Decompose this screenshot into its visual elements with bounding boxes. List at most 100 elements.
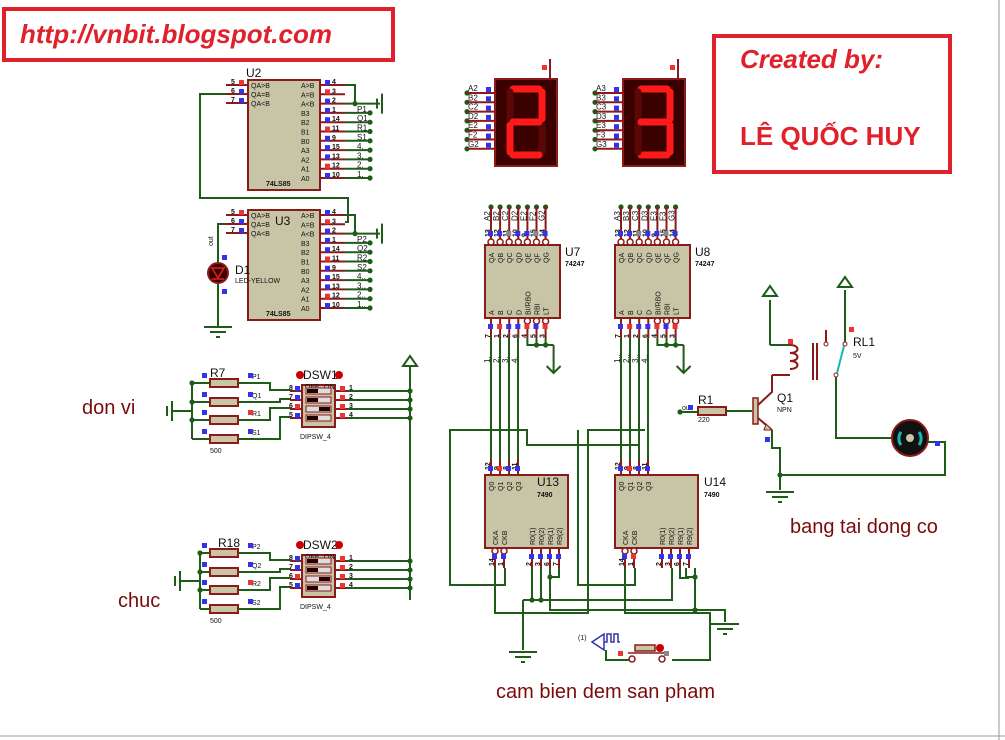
pin-name: B3 — [301, 241, 310, 248]
junction-dot — [367, 249, 373, 255]
pin-marker — [325, 135, 330, 141]
pin-marker — [614, 142, 619, 148]
dip-type: DIPSW_4 — [300, 434, 331, 441]
pin-number: 7 — [683, 562, 690, 566]
switch-slot — [305, 414, 332, 422]
pin-number: 3 — [349, 573, 353, 580]
resistor-ref: R18 — [218, 536, 240, 550]
resistor-r1 — [697, 406, 727, 416]
junction-dot — [367, 110, 373, 116]
pin-name: A<B — [301, 232, 315, 239]
pin-name: QE — [525, 253, 532, 263]
net-label: 1. — [357, 170, 364, 179]
net-label: S2 — [252, 600, 261, 607]
pin-name: QA>B — [251, 83, 270, 90]
pin-number: 2 — [332, 228, 336, 235]
pin-marker — [542, 231, 548, 236]
pin-marker — [340, 565, 345, 570]
probe-icon — [335, 541, 343, 549]
net-label: B3 — [622, 211, 631, 221]
pin-name: A1 — [301, 167, 310, 174]
ground-icon — [204, 326, 232, 338]
pin-marker — [325, 303, 330, 308]
pin-name: A1 — [301, 297, 310, 304]
pin-marker — [325, 265, 330, 271]
pin-marker — [325, 284, 330, 290]
pin-number: 7 — [231, 227, 235, 234]
pin-number: 5 — [231, 79, 235, 86]
switch-off — [307, 568, 318, 572]
resistor-ref: R7 — [210, 366, 226, 380]
net-label: A3 — [613, 211, 622, 221]
pin-marker — [645, 324, 651, 329]
pin-name: BI/RBO — [525, 291, 532, 315]
pin-marker — [325, 237, 330, 243]
wire — [345, 84, 356, 104]
pin-marker — [202, 580, 207, 585]
wire — [679, 568, 689, 579]
q1-ref: Q1 — [777, 391, 793, 405]
pin-number: 4 — [332, 79, 336, 86]
switch-slot — [305, 387, 332, 395]
net-label: 1. — [483, 356, 492, 363]
net-label: 2.. — [357, 291, 366, 300]
pin-name: B2 — [301, 120, 310, 127]
pin-bubble — [644, 238, 653, 246]
switch-slot — [305, 405, 332, 413]
net-label: C2 — [501, 210, 510, 221]
pin-marker — [515, 231, 521, 236]
pin-number: 5 — [231, 209, 235, 216]
wire — [238, 577, 290, 591]
pin-name: Q2 — [507, 482, 514, 491]
pin-name: Q1 — [498, 482, 505, 491]
pin-marker — [202, 429, 207, 434]
switch-on — [319, 407, 330, 411]
pin-marker — [533, 324, 539, 329]
pin-name: QE — [655, 253, 662, 263]
pin-number: 3 — [332, 218, 336, 225]
dip-type: DIPSW_4 — [300, 604, 331, 611]
pin-name: QG — [674, 252, 681, 263]
power-arrow-icon — [761, 284, 779, 297]
pin-name: A — [619, 310, 626, 315]
pin-number: 1 — [332, 107, 336, 114]
pin-marker — [248, 580, 253, 585]
chip-type: 74247 — [565, 261, 585, 268]
chip-body — [614, 474, 699, 549]
pin-marker — [295, 386, 300, 391]
pin-bubble — [496, 238, 504, 246]
pin-number: 4 — [349, 412, 353, 419]
pin-name: QB — [498, 253, 505, 263]
r1-value: 220 — [698, 417, 710, 424]
net-label: D2 — [468, 112, 479, 121]
net-label: F3 — [659, 211, 668, 221]
transistor-base — [752, 397, 759, 425]
pin-number: 11 — [332, 126, 340, 133]
pin-marker — [614, 114, 619, 120]
pin-marker — [622, 554, 627, 559]
pin-bubble — [505, 238, 513, 246]
pin-number: 2 — [349, 394, 353, 401]
pin-number: 5 — [531, 334, 538, 338]
pin-marker — [659, 554, 664, 559]
pin-number: 1 — [498, 562, 505, 566]
net-label: 1.. — [357, 300, 366, 309]
pin-number: 3 — [540, 334, 547, 338]
pin-marker — [668, 554, 673, 559]
pin-marker — [497, 466, 502, 471]
pin-name: A<B — [301, 102, 315, 109]
pin-name: QD — [646, 253, 653, 264]
pin-marker — [325, 89, 330, 95]
pin-bubble — [617, 238, 625, 246]
wire — [769, 300, 790, 376]
junction-dot — [367, 156, 373, 162]
pin-bubble — [541, 238, 550, 246]
pin-marker — [340, 404, 345, 409]
pin-bubble — [662, 317, 671, 325]
counter-u13: U137490Q012Q19Q28Q311CKA14CKB1R0(1)2R0(2… — [484, 460, 569, 568]
relay-coil-icon — [772, 344, 799, 376]
resistor — [209, 604, 239, 614]
pin-marker — [239, 80, 244, 85]
